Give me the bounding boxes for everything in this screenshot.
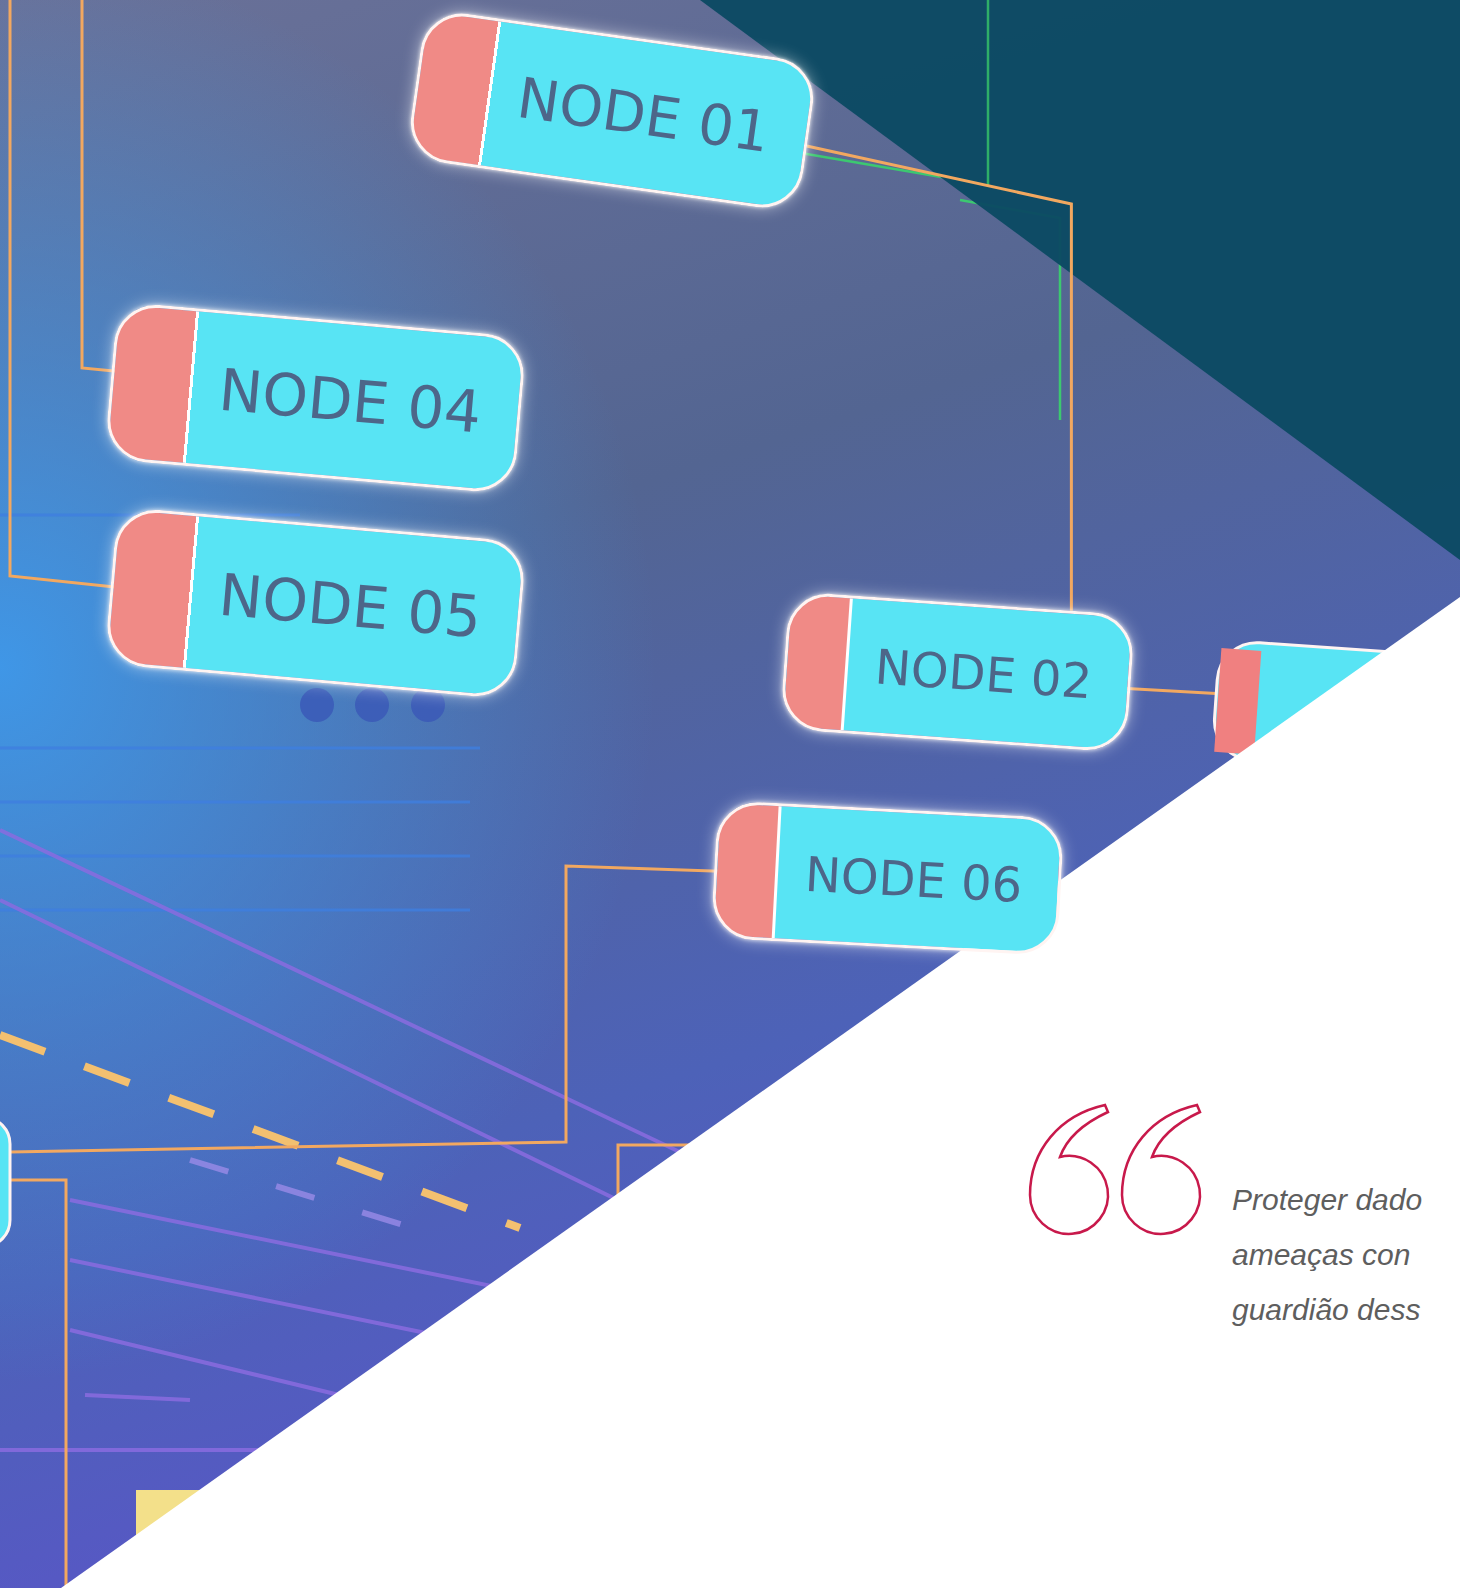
connector — [807, 146, 1072, 611]
wire — [987, 0, 990, 185]
diagonal-line — [70, 1260, 460, 1340]
diagonal-line — [0, 830, 760, 1190]
diagonal-line — [70, 1330, 360, 1400]
dashed-line — [0, 1035, 520, 1228]
quote-text: Proteger dado ameaças con guardião dess — [1232, 1172, 1458, 1337]
grid-line — [0, 855, 470, 858]
dot — [355, 688, 389, 722]
dot — [300, 688, 334, 722]
process-node: NODE 06 — [711, 800, 1065, 956]
quote-mark — [1030, 1105, 1108, 1234]
grid-line — [0, 747, 480, 750]
partial-node-cap — [1214, 648, 1261, 755]
node-label: NODE 04 — [217, 361, 484, 442]
node-label: NODE 01 — [514, 70, 773, 161]
diagonal-line — [0, 1448, 260, 1452]
wire — [82, 0, 124, 372]
node-label: NODE 05 — [217, 566, 484, 647]
wire — [1118, 688, 1225, 694]
diagonal-line — [0, 900, 700, 1240]
quote-mark — [1122, 1105, 1200, 1234]
dashed-line — [190, 1160, 420, 1230]
partial-node — [0, 1118, 10, 1246]
white-panel — [61, 597, 1460, 1588]
node-label: NODE 02 — [874, 642, 1094, 705]
grid-line — [0, 909, 470, 912]
grid-line — [0, 801, 470, 804]
node-label: NODE 06 — [804, 850, 1024, 909]
wire — [10, 866, 742, 1152]
diagonal-line — [85, 1395, 190, 1400]
diagonal-line — [70, 1200, 560, 1300]
process-node: NODE 02 — [780, 591, 1136, 753]
dark-panel — [700, 0, 1460, 560]
wire — [10, 0, 124, 588]
wire — [8, 1180, 66, 1588]
